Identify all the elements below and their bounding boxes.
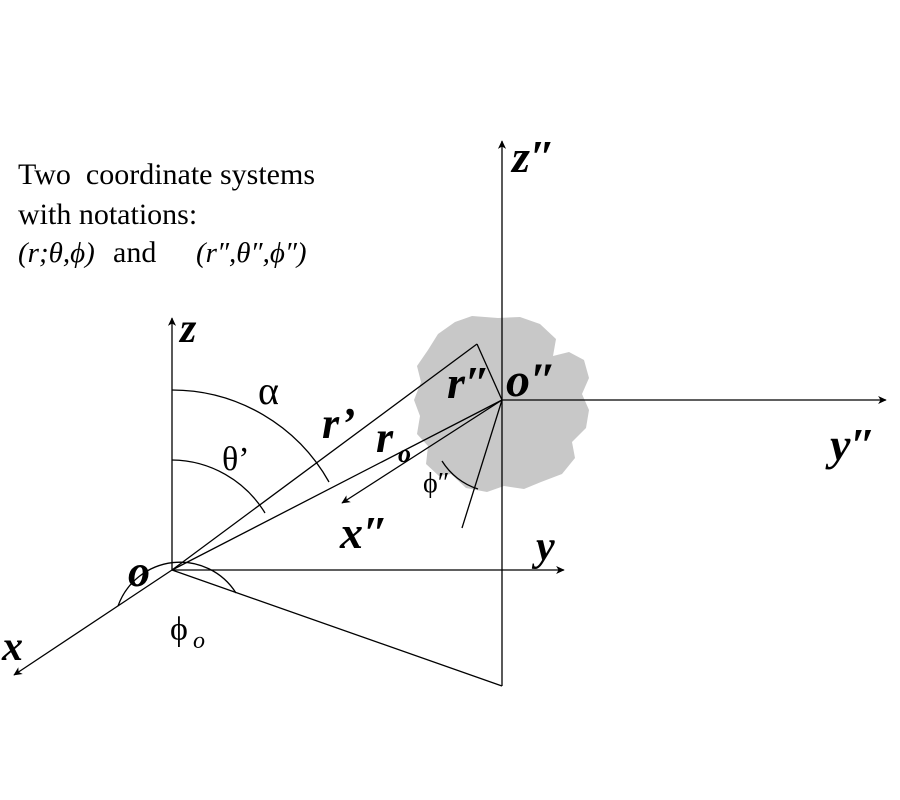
x-double-prime-axis-line [341, 399, 503, 504]
caption-line-2: with notations: [18, 198, 197, 231]
vector-r-prime-line [171, 343, 478, 571]
angle-theta-prime-label: θ’ [222, 441, 250, 478]
vector-r-o-subscript: o [398, 439, 411, 468]
base-plane-projection-line [171, 569, 503, 687]
z-double-prime-axis-label: z″ [510, 131, 555, 182]
z-axis-label: z [178, 306, 197, 352]
caption-line-3-second-notation: (r″,θ″,ϕ″) [196, 237, 307, 269]
angle-phi-o-subscript: o [193, 628, 205, 654]
origin-o-double-prime-label: o″ [506, 354, 557, 407]
origin-o-label: o [128, 547, 150, 596]
caption-line-3-conjunction: and [113, 236, 156, 269]
angle-phi-o-label: ϕ [170, 611, 188, 648]
x-double-prime-axis-label: x″ [339, 507, 388, 558]
angle-alpha-label: α [258, 368, 279, 413]
caption-line-3-first-notation: (r;θ,ϕ) [18, 237, 95, 269]
vector-r-o-line [171, 399, 503, 571]
vector-r-double-prime-line [476, 343, 503, 401]
vector-r-double-prime-label: r″ [447, 357, 490, 408]
angle-phi-double-prime-arc [441, 460, 479, 490]
x-axis-label: x [1, 624, 23, 670]
vector-r-o-label: r [376, 413, 394, 462]
caption-line-1: Two coordinate systems [18, 158, 315, 191]
y-axis-label: y [531, 524, 555, 570]
y-double-prime-axis-label: y″ [825, 419, 876, 470]
angle-alpha-arc [171, 389, 330, 483]
angle-phi-double-prime-label: ϕ″ [423, 468, 449, 499]
x-axis-line [13, 569, 173, 676]
angle-phi-o-arc [117, 561, 237, 607]
angle-theta-prime-arc [171, 459, 266, 514]
phi-double-prime-reference-ray [461, 399, 503, 529]
vector-r-prime-label: r’ [322, 399, 355, 448]
